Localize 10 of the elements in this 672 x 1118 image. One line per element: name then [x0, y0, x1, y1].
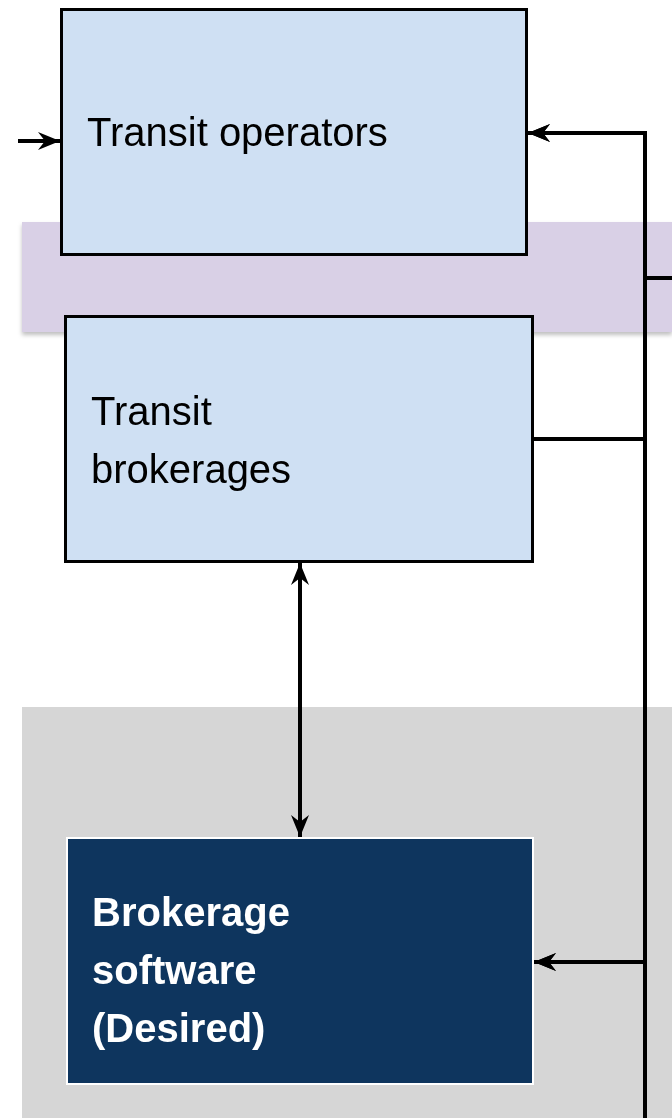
arrow: [18, 132, 60, 150]
process-box: [60, 8, 528, 256]
highlighted-box: [66, 837, 534, 1085]
box-label: Transit brokerages: [91, 388, 293, 493]
arrow: [291, 563, 309, 837]
arrow: [534, 953, 647, 1118]
arrow: [528, 124, 672, 280]
box-label: Transit operators: [87, 109, 389, 156]
box-label: Brokerage software (Desired): [92, 889, 291, 1052]
process-box: [64, 315, 534, 563]
